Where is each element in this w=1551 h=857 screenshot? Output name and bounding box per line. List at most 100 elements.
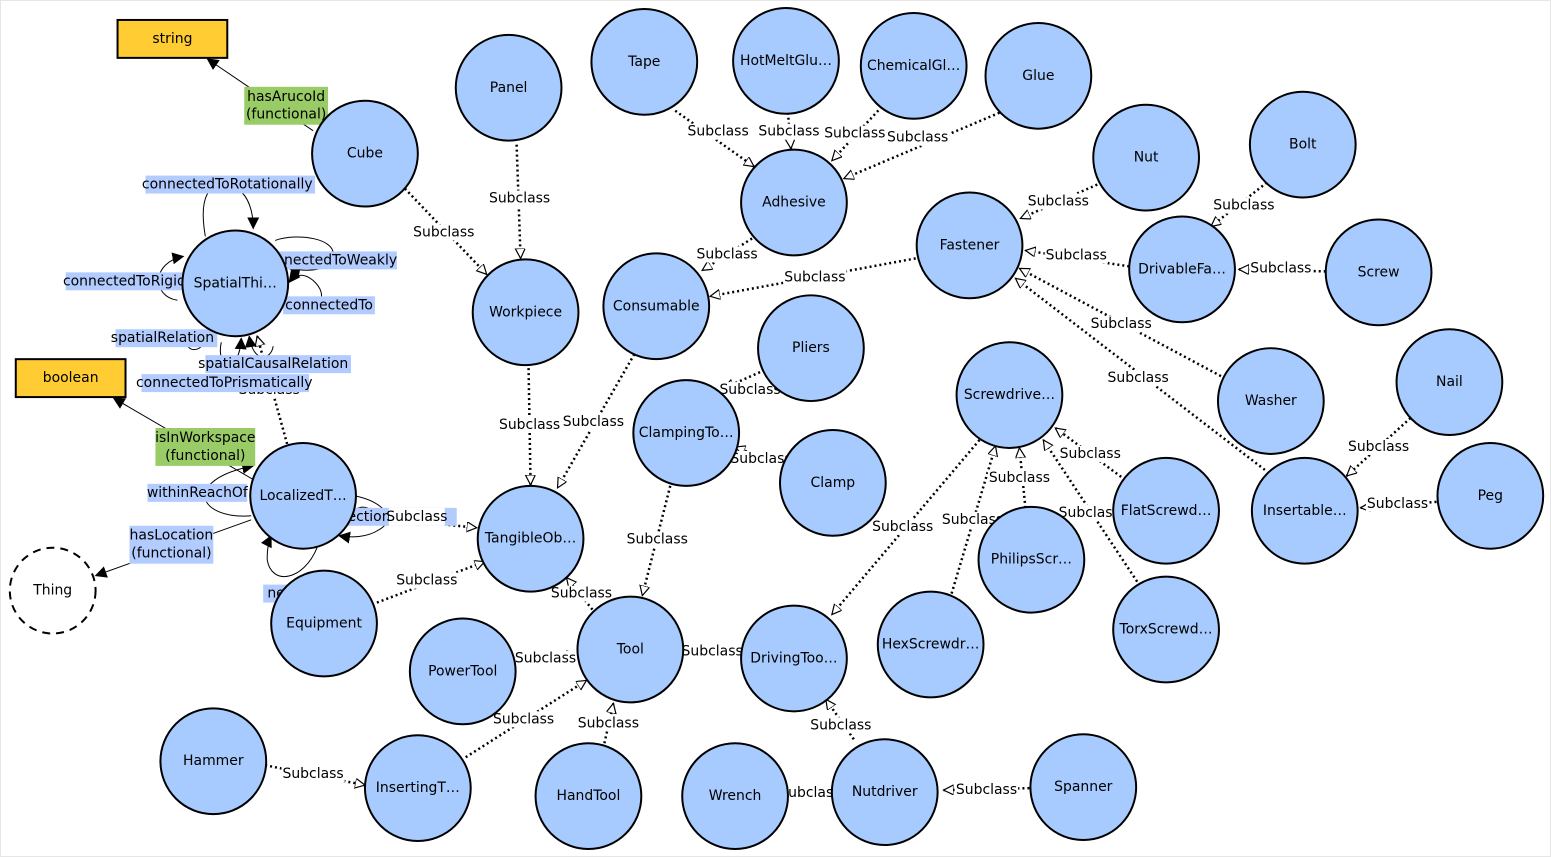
property-label: spatialCausalRelation [198, 356, 348, 372]
subclass-label-bg [695, 246, 759, 263]
class-philipsscrewdriver[interactable]: PhilipsScr… [977, 505, 1086, 614]
class-label: Insertable… [1263, 503, 1347, 519]
class-hammer[interactable]: Hammer [159, 707, 268, 816]
class-clamp[interactable]: Clamp [778, 428, 887, 537]
class-spanner[interactable]: Spanner [1029, 733, 1138, 842]
class-handtool[interactable]: HandTool [534, 742, 643, 851]
class-label: Nut [1134, 150, 1159, 166]
class-hotmeltglue[interactable]: HotMeltGlu… [732, 6, 840, 115]
class-label: TorxScrewd… [1119, 622, 1213, 638]
subclass-label: Subclass [1046, 247, 1107, 263]
class-panel[interactable]: Panel [454, 33, 563, 142]
class-tangibleobject[interactable]: TangibleOb… [476, 484, 585, 593]
class-wrench[interactable]: Wrench [681, 742, 789, 851]
class-peg[interactable]: Peg [1436, 441, 1545, 550]
class-label: Bolt [1289, 137, 1317, 153]
property-hasarucoid[interactable]: hasArucoId (functional) [244, 86, 329, 125]
edge-washer-fastener [1019, 267, 1222, 378]
class-powertool[interactable]: PowerTool [408, 617, 517, 726]
class-torxscrewdriver[interactable]: TorxScrewd… [1112, 575, 1220, 684]
class-label: Glue [1022, 68, 1054, 84]
subclass-label-bg [778, 785, 842, 802]
property-labels: hasArucoId (functional) isInWorkspace (f… [63, 86, 457, 603]
property-connectedtorigidly[interactable]: connectedToRigidly [63, 272, 198, 291]
edge-direction [338, 495, 388, 544]
class-nodes: Panel Tape HotMeltGlu… ChemicalGl… Glue … [8, 6, 1545, 851]
property-spatialrelation[interactable]: spatialRelation [111, 329, 218, 348]
class-label: TangibleOb… [484, 531, 576, 547]
class-label: Adhesive [762, 195, 826, 211]
edge-nut-fastener [1020, 183, 1098, 219]
property-label: isInWorkspace [155, 430, 255, 446]
class-glue[interactable]: Glue [984, 21, 1093, 130]
subclass-label-bg [680, 643, 744, 660]
class-thing[interactable]: Thing [8, 546, 97, 635]
class-tape[interactable]: Tape [590, 7, 699, 116]
property-label: connectedToPrismatically [136, 375, 313, 391]
datatype-boolean[interactable]: boolean [14, 358, 127, 399]
class-fastener[interactable]: Fastener [915, 191, 1024, 300]
class-screwdriver[interactable]: Screwdrive… [955, 341, 1064, 449]
property-label: connectedToRigidly [63, 273, 198, 289]
class-equipment[interactable]: Equipment [270, 569, 378, 678]
subclass-label-bg [783, 269, 847, 286]
class-bolt[interactable]: Bolt [1248, 90, 1357, 199]
subclass-label: Subclass [493, 711, 554, 727]
property-connectedtorotationally[interactable]: connectedToRotationally [142, 175, 316, 194]
property-connectedtoprismatically[interactable]: connectedToPrismatically [136, 374, 313, 393]
property-connectedtoweakly[interactable]: connectedToWeakly [259, 251, 397, 270]
subclass-label-bg [412, 224, 476, 241]
class-washer[interactable]: Washer [1216, 347, 1325, 455]
class-label: Thing [32, 583, 72, 599]
class-consumable[interactable]: Consumable [602, 252, 711, 361]
property-label: spatialRelation [111, 330, 214, 346]
class-tool[interactable]: Tool [576, 595, 685, 704]
class-hexscrewdriver[interactable]: HexScrewdr… [876, 590, 985, 699]
property-withinreachof[interactable]: withinReachOf [147, 483, 249, 502]
class-chemicalglue[interactable]: ChemicalGl… [859, 11, 968, 120]
class-adhesive[interactable]: Adhesive [740, 148, 848, 257]
property-spatialcausalrelation[interactable]: spatialCausalRelation [198, 355, 351, 374]
subclass-label-bg [1249, 260, 1313, 277]
datatype-label: string [152, 31, 192, 47]
edge-hexscrewdriver-screwdriver [950, 446, 996, 594]
subclass-label-bg [1058, 445, 1122, 462]
property-connectedto[interactable]: connectedTo [283, 296, 375, 315]
datatype-string[interactable]: string [116, 18, 229, 59]
subclass-label: Subclass [413, 224, 474, 240]
class-clampingtool[interactable]: ClampingTo… [632, 379, 741, 487]
subclass-label: Subclass [1348, 439, 1409, 455]
class-nail[interactable]: Nail [1395, 328, 1504, 436]
property-haslocation[interactable]: hasLocation (functional) [129, 525, 214, 564]
class-label: Peg [1478, 488, 1503, 504]
class-drivingtool[interactable]: DrivingToo… [740, 604, 848, 713]
property-isinworkspace[interactable]: isInWorkspace (functional) [155, 428, 256, 466]
class-workpiece[interactable]: Workpiece [471, 258, 580, 367]
subclass-label: Subclass [1059, 505, 1120, 521]
class-localizedthing[interactable]: LocalizedT… [249, 441, 357, 550]
edge-nutdriver-drivingtool [824, 699, 855, 740]
class-label: PhilipsScr… [991, 552, 1072, 568]
class-spatialthing[interactable]: SpatialThi… [181, 229, 290, 338]
class-nut[interactable]: Nut [1092, 103, 1201, 212]
subclass-label: Subclass [1367, 496, 1428, 512]
class-drivablefastener[interactable]: DrivableFa… [1128, 215, 1236, 324]
class-nutdriver[interactable]: Nutdriver [830, 738, 939, 847]
class-label: LocalizedT… [259, 488, 346, 504]
class-label: Nail [1436, 374, 1463, 390]
class-label: Hammer [183, 753, 244, 769]
class-pliers[interactable]: Pliers [757, 294, 865, 403]
subclass-label-bg [1346, 438, 1411, 455]
subclass-label-bg [718, 382, 782, 399]
class-insertingtool[interactable]: InsertingT… [363, 734, 472, 843]
class-label: Equipment [286, 616, 362, 632]
class-screw[interactable]: Screw [1324, 218, 1433, 327]
subclass-label: Subclass [887, 130, 948, 146]
subclass-label-bg [281, 766, 345, 783]
class-insertable[interactable]: Insertable… [1250, 456, 1359, 565]
class-cube[interactable]: Cube [311, 99, 419, 208]
subclass-label-bg [487, 190, 552, 207]
class-flatscrewdriver[interactable]: FlatScrewd… [1112, 456, 1220, 565]
edge-hotmeltglue-adhesive [788, 112, 791, 149]
